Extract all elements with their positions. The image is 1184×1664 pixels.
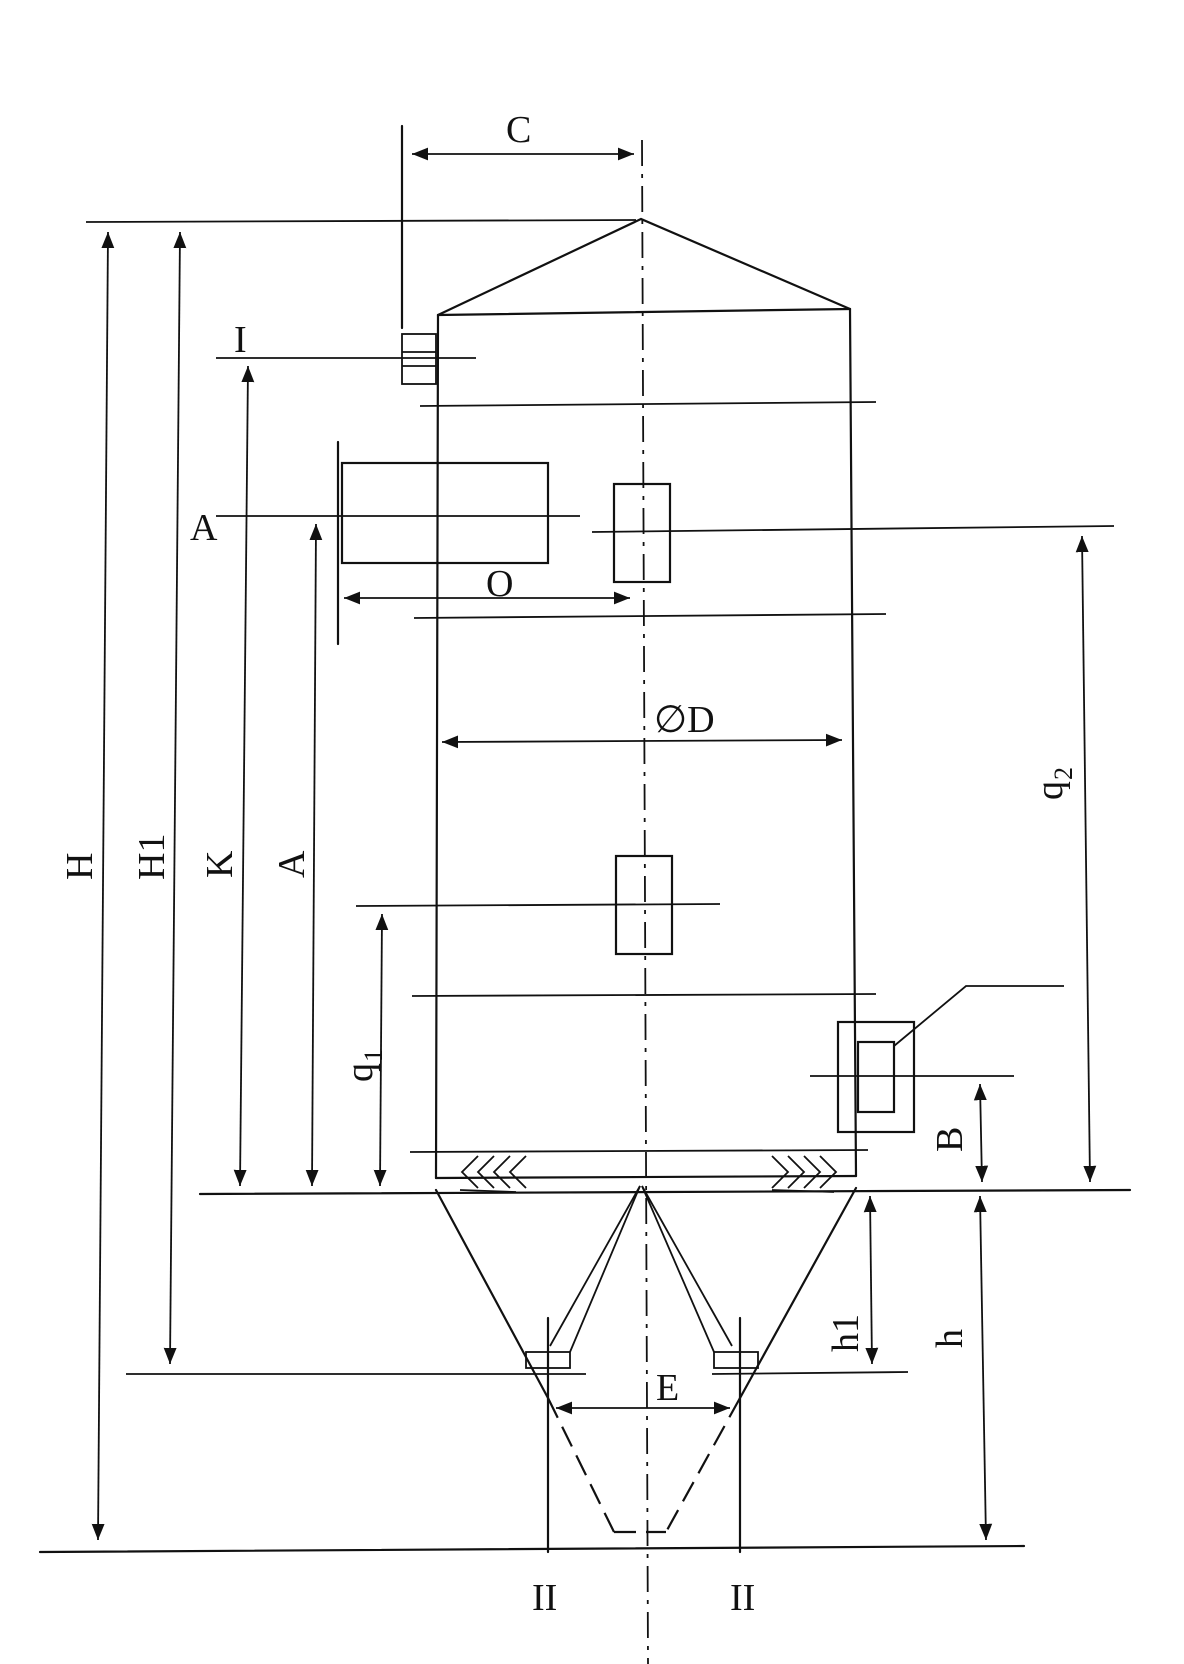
- dim-q1: [373, 913, 389, 1187]
- manhole-middle-line: [355, 903, 721, 907]
- label-q1: q 1: [339, 1049, 388, 1082]
- manhole-upper-line: [591, 525, 1115, 533]
- dim-q2: [1075, 535, 1097, 1183]
- label-q1-main: q: [339, 1063, 381, 1082]
- manhole-upper: [612, 482, 672, 584]
- hopper-right: [738, 1186, 858, 1400]
- dim-h1: [863, 1195, 879, 1365]
- inner-line-3: [411, 993, 877, 997]
- inner-line-2: [413, 613, 887, 619]
- base-line: [198, 1188, 1132, 1196]
- shell-bottom: [434, 1174, 858, 1180]
- hopper-left-dashed: [547, 1397, 615, 1533]
- roof-cone: [436, 217, 852, 317]
- shell-left: [434, 313, 440, 1180]
- ground-line: [38, 1544, 1026, 1554]
- label-O: O: [486, 563, 513, 605]
- dim-D: [441, 733, 843, 749]
- label-II-right: II: [730, 1577, 755, 1619]
- label-K: K: [199, 850, 241, 878]
- center-axis: [641, 139, 649, 1664]
- label-A-dim: A: [271, 850, 313, 878]
- label-q2-main: q: [1029, 781, 1071, 800]
- label-q2-sub: 2: [1049, 767, 1078, 780]
- label-II-left: II: [532, 1577, 557, 1619]
- outlet-inner: [856, 1040, 896, 1114]
- dim-h: [973, 1195, 993, 1541]
- support-right: [771, 1155, 838, 1193]
- bracing: [525, 1185, 759, 1369]
- top-ref-line: [85, 219, 637, 223]
- label-D: ∅D: [654, 699, 715, 741]
- inlet-duct: [340, 461, 550, 565]
- hopper-left: [434, 1188, 550, 1400]
- label-H1: H1: [131, 834, 173, 880]
- label-B: B: [929, 1127, 971, 1152]
- label-H: H: [59, 853, 101, 880]
- label-q1-sub: 1: [359, 1049, 388, 1062]
- support-left: [459, 1155, 527, 1193]
- label-h1: h1: [825, 1314, 867, 1352]
- dim-H1: [163, 231, 187, 1365]
- inner-line-1: [419, 401, 877, 407]
- dim-B: [973, 1083, 989, 1183]
- dim-A: [305, 523, 323, 1187]
- shell-right: [848, 307, 858, 1178]
- level-h1-line-right: [711, 1371, 909, 1375]
- outlet-outer: [836, 1020, 916, 1134]
- label-I: I: [234, 319, 247, 361]
- label-C: C: [506, 109, 531, 151]
- dim-K: [233, 365, 255, 1187]
- inner-line-4: [409, 1149, 869, 1153]
- roof-base: [436, 307, 852, 317]
- label-h: h: [929, 1329, 971, 1348]
- outlet-leader: [893, 985, 1064, 1047]
- nozzle-c-flange: [401, 333, 437, 385]
- dim-H: [91, 231, 115, 1541]
- label-q2: q 2: [1029, 767, 1078, 800]
- label-II-bottom: II: [628, 1657, 653, 1664]
- label-A-inlet: A: [190, 507, 218, 549]
- hopper-right-dashed: [665, 1397, 741, 1533]
- label-E: E: [656, 1367, 679, 1409]
